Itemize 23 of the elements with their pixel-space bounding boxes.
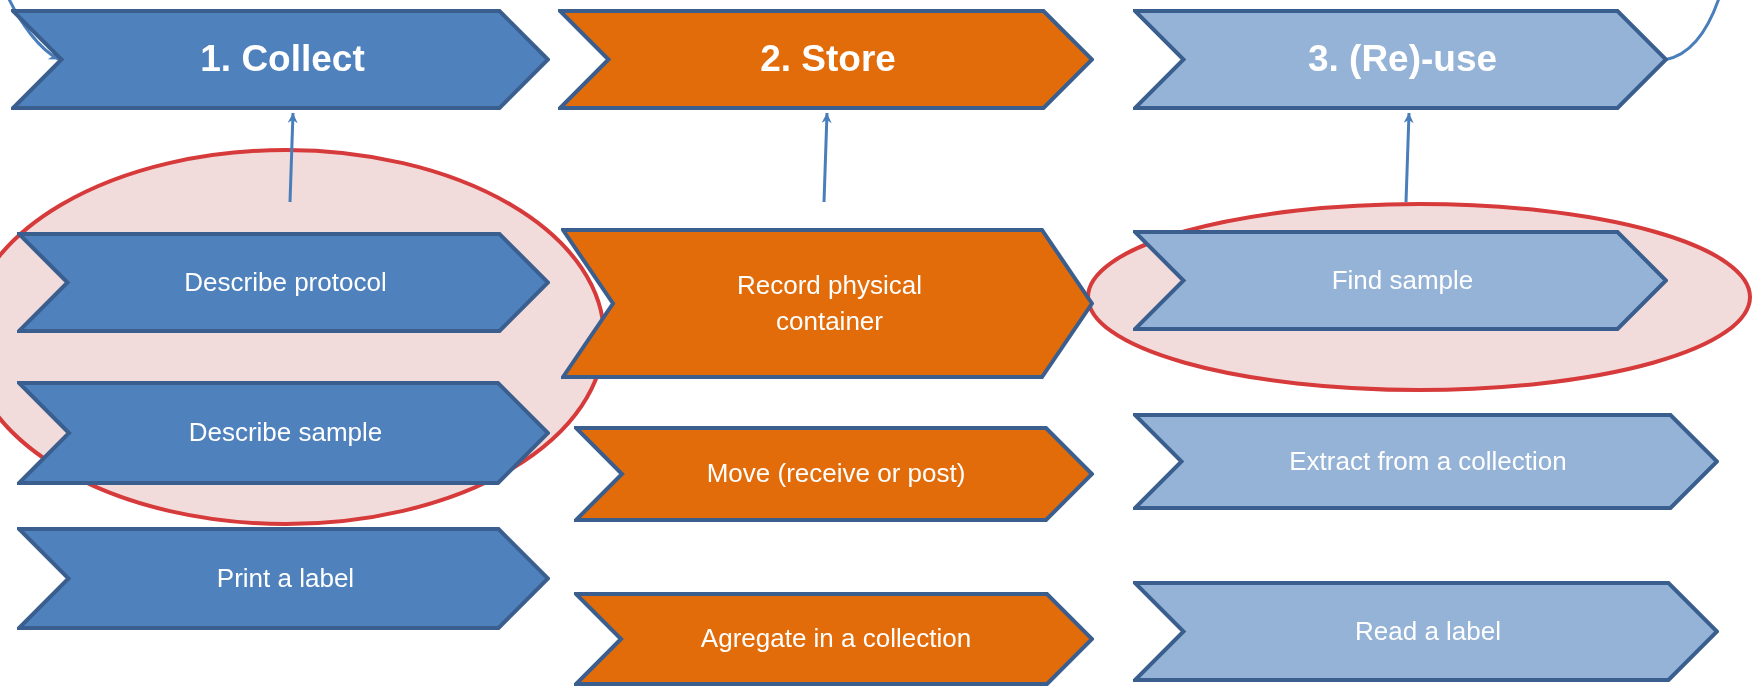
arrow bbox=[821, 112, 832, 203]
task-banner bbox=[1133, 581, 1719, 682]
step-label: Read a label bbox=[1355, 614, 1501, 648]
stage-title: 1. Collect bbox=[200, 37, 365, 82]
step-label: Extract from a collection bbox=[1289, 444, 1567, 478]
task-banner bbox=[1133, 413, 1719, 510]
stage-banner bbox=[1133, 9, 1668, 110]
stage-banner bbox=[558, 9, 1094, 110]
step-label: Find sample bbox=[1331, 263, 1474, 297]
task-banner bbox=[574, 426, 1094, 522]
stage-title: 2. Store bbox=[760, 37, 896, 82]
step-label: Print a label bbox=[216, 561, 355, 595]
step-label: Move (receive or post) bbox=[706, 457, 966, 491]
step-label: Describe sample bbox=[188, 416, 383, 450]
stage-banner bbox=[11, 9, 550, 110]
task-banner bbox=[561, 228, 1094, 379]
step-label: Record physical container bbox=[736, 268, 923, 338]
arrow bbox=[1403, 112, 1414, 203]
stage-title: 3. (Re)-use bbox=[1307, 37, 1498, 82]
step-label: Describe protocol bbox=[184, 265, 387, 299]
task-banner bbox=[574, 592, 1094, 686]
arrow bbox=[287, 112, 298, 203]
step-label: Agregate in a collection bbox=[700, 622, 972, 656]
